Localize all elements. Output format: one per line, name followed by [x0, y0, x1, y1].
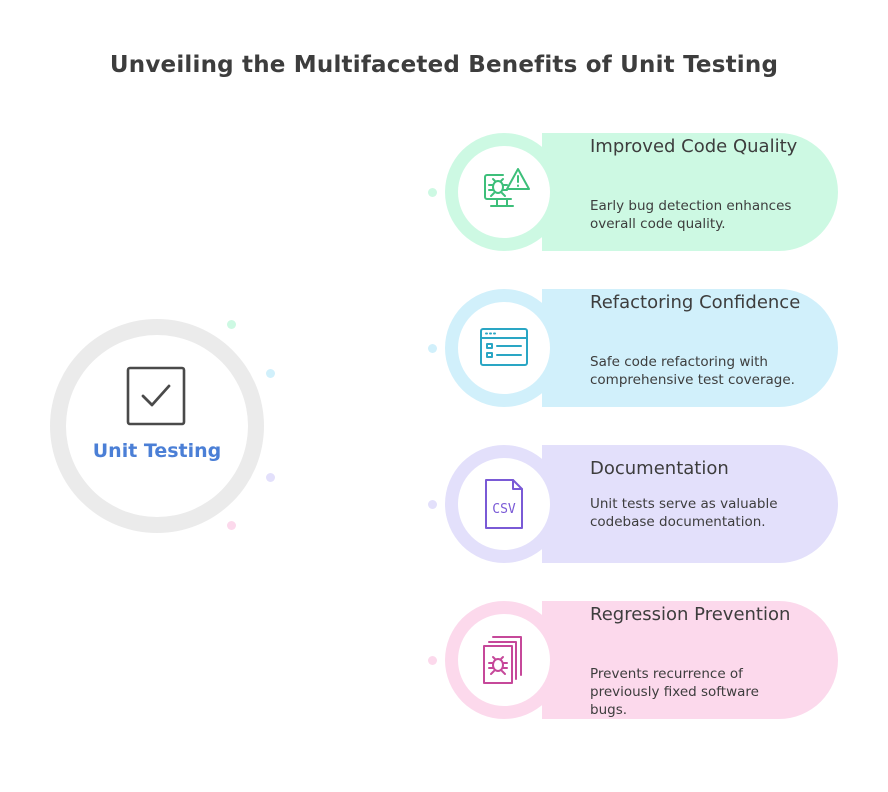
browser-window-icon: [480, 328, 528, 366]
card-background: [542, 289, 838, 407]
icon-ring-inner: [458, 614, 550, 706]
icon-ring-inner: [458, 302, 550, 394]
card-heading: Documentation: [590, 458, 729, 479]
card-background: [542, 601, 838, 719]
card-heading: Improved Code Quality: [590, 136, 798, 157]
connector-dot: [428, 344, 437, 353]
connector-dot: [428, 500, 437, 509]
card-description: Early bug detection enhances overall cod…: [590, 198, 792, 232]
bug-monitor-warning-icon: [484, 168, 530, 207]
csv-file-icon: CSV: [485, 479, 523, 529]
bug-documents-icon: [483, 636, 522, 684]
benefit-card-regression: Regression Prevention Prevents recurrenc…: [445, 601, 838, 719]
card-description: Safe code refactoring with comprehensive…: [590, 354, 795, 388]
card-description: Prevents recurrence of previously fixed …: [590, 666, 759, 718]
decor-dot-green: [227, 320, 236, 329]
card-heading: Regression Prevention: [590, 604, 791, 625]
card-background: [542, 133, 838, 251]
card-description: Unit tests serve as valuable codebase do…: [590, 496, 778, 530]
decor-dot-pink: [227, 521, 236, 530]
diagram-title: Unveiling the Multifaceted Benefits of U…: [109, 52, 779, 78]
checkbox-check-icon: [126, 366, 186, 426]
icon-ring-inner: [458, 458, 550, 550]
benefit-card-code-quality: Improved Code Quality Early bug detectio…: [445, 133, 838, 251]
hub-inner-circle: [66, 335, 248, 517]
decor-dot-blue: [266, 369, 275, 378]
decor-dot-purple: [266, 473, 275, 482]
card-background: [542, 445, 838, 563]
connector-dot: [428, 656, 437, 665]
svg-text:CSV: CSV: [492, 502, 516, 517]
hub-label: Unit Testing: [92, 440, 222, 462]
card-heading: Refactoring Confidence: [590, 292, 801, 313]
icon-ring-inner: [458, 146, 550, 238]
benefit-card-documentation: CSV Documentation Unit tests serve as va…: [445, 445, 838, 563]
connector-dot: [428, 188, 437, 197]
benefit-card-refactoring: Refactoring Confidence Safe code refacto…: [445, 289, 838, 407]
